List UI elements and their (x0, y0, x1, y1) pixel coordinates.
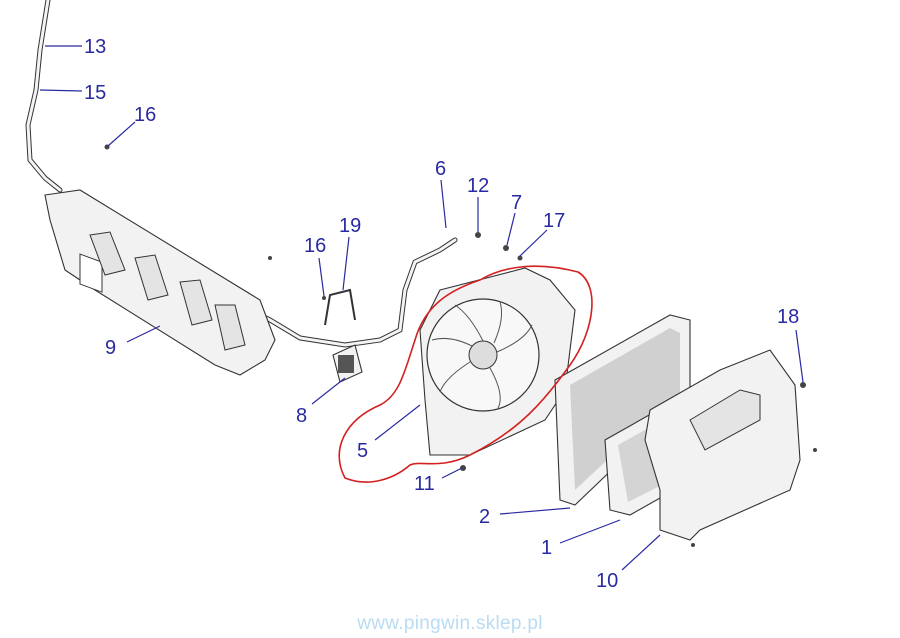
callout-16: 16 (134, 104, 156, 126)
callout-17: 17 (543, 210, 565, 232)
coolant-line (25, 0, 458, 348)
callout-11: 11 (414, 473, 435, 495)
callout-18: 18 (777, 306, 799, 328)
callout-7: 7 (511, 192, 522, 214)
callout-1: 1 (541, 537, 552, 559)
leader-lines (39, 45, 804, 571)
watermark: www.pingwin.sklep.pl (357, 613, 543, 634)
callout-13: 13 (84, 36, 106, 58)
fan-shroud-part-5 (419, 267, 576, 456)
air-deflector-part-10 (644, 349, 801, 541)
connector-block-part-8 (332, 344, 363, 383)
callout-15: 15 (84, 82, 106, 104)
support-frame-part-9 (44, 189, 276, 376)
callout-9: 9 (105, 337, 116, 359)
callout-8: 8 (296, 405, 307, 427)
callout-19: 19 (339, 215, 361, 237)
callout-12: 12 (467, 175, 489, 197)
bracket-part-19 (324, 288, 356, 326)
condenser-part-2 (554, 314, 691, 506)
callout-5: 5 (357, 440, 368, 462)
callout-16-b: 16 (304, 235, 326, 257)
callout-6: 6 (435, 158, 446, 180)
highlight-outline (338, 265, 593, 483)
callout-2: 2 (479, 506, 490, 528)
callout-10: 10 (596, 570, 618, 592)
